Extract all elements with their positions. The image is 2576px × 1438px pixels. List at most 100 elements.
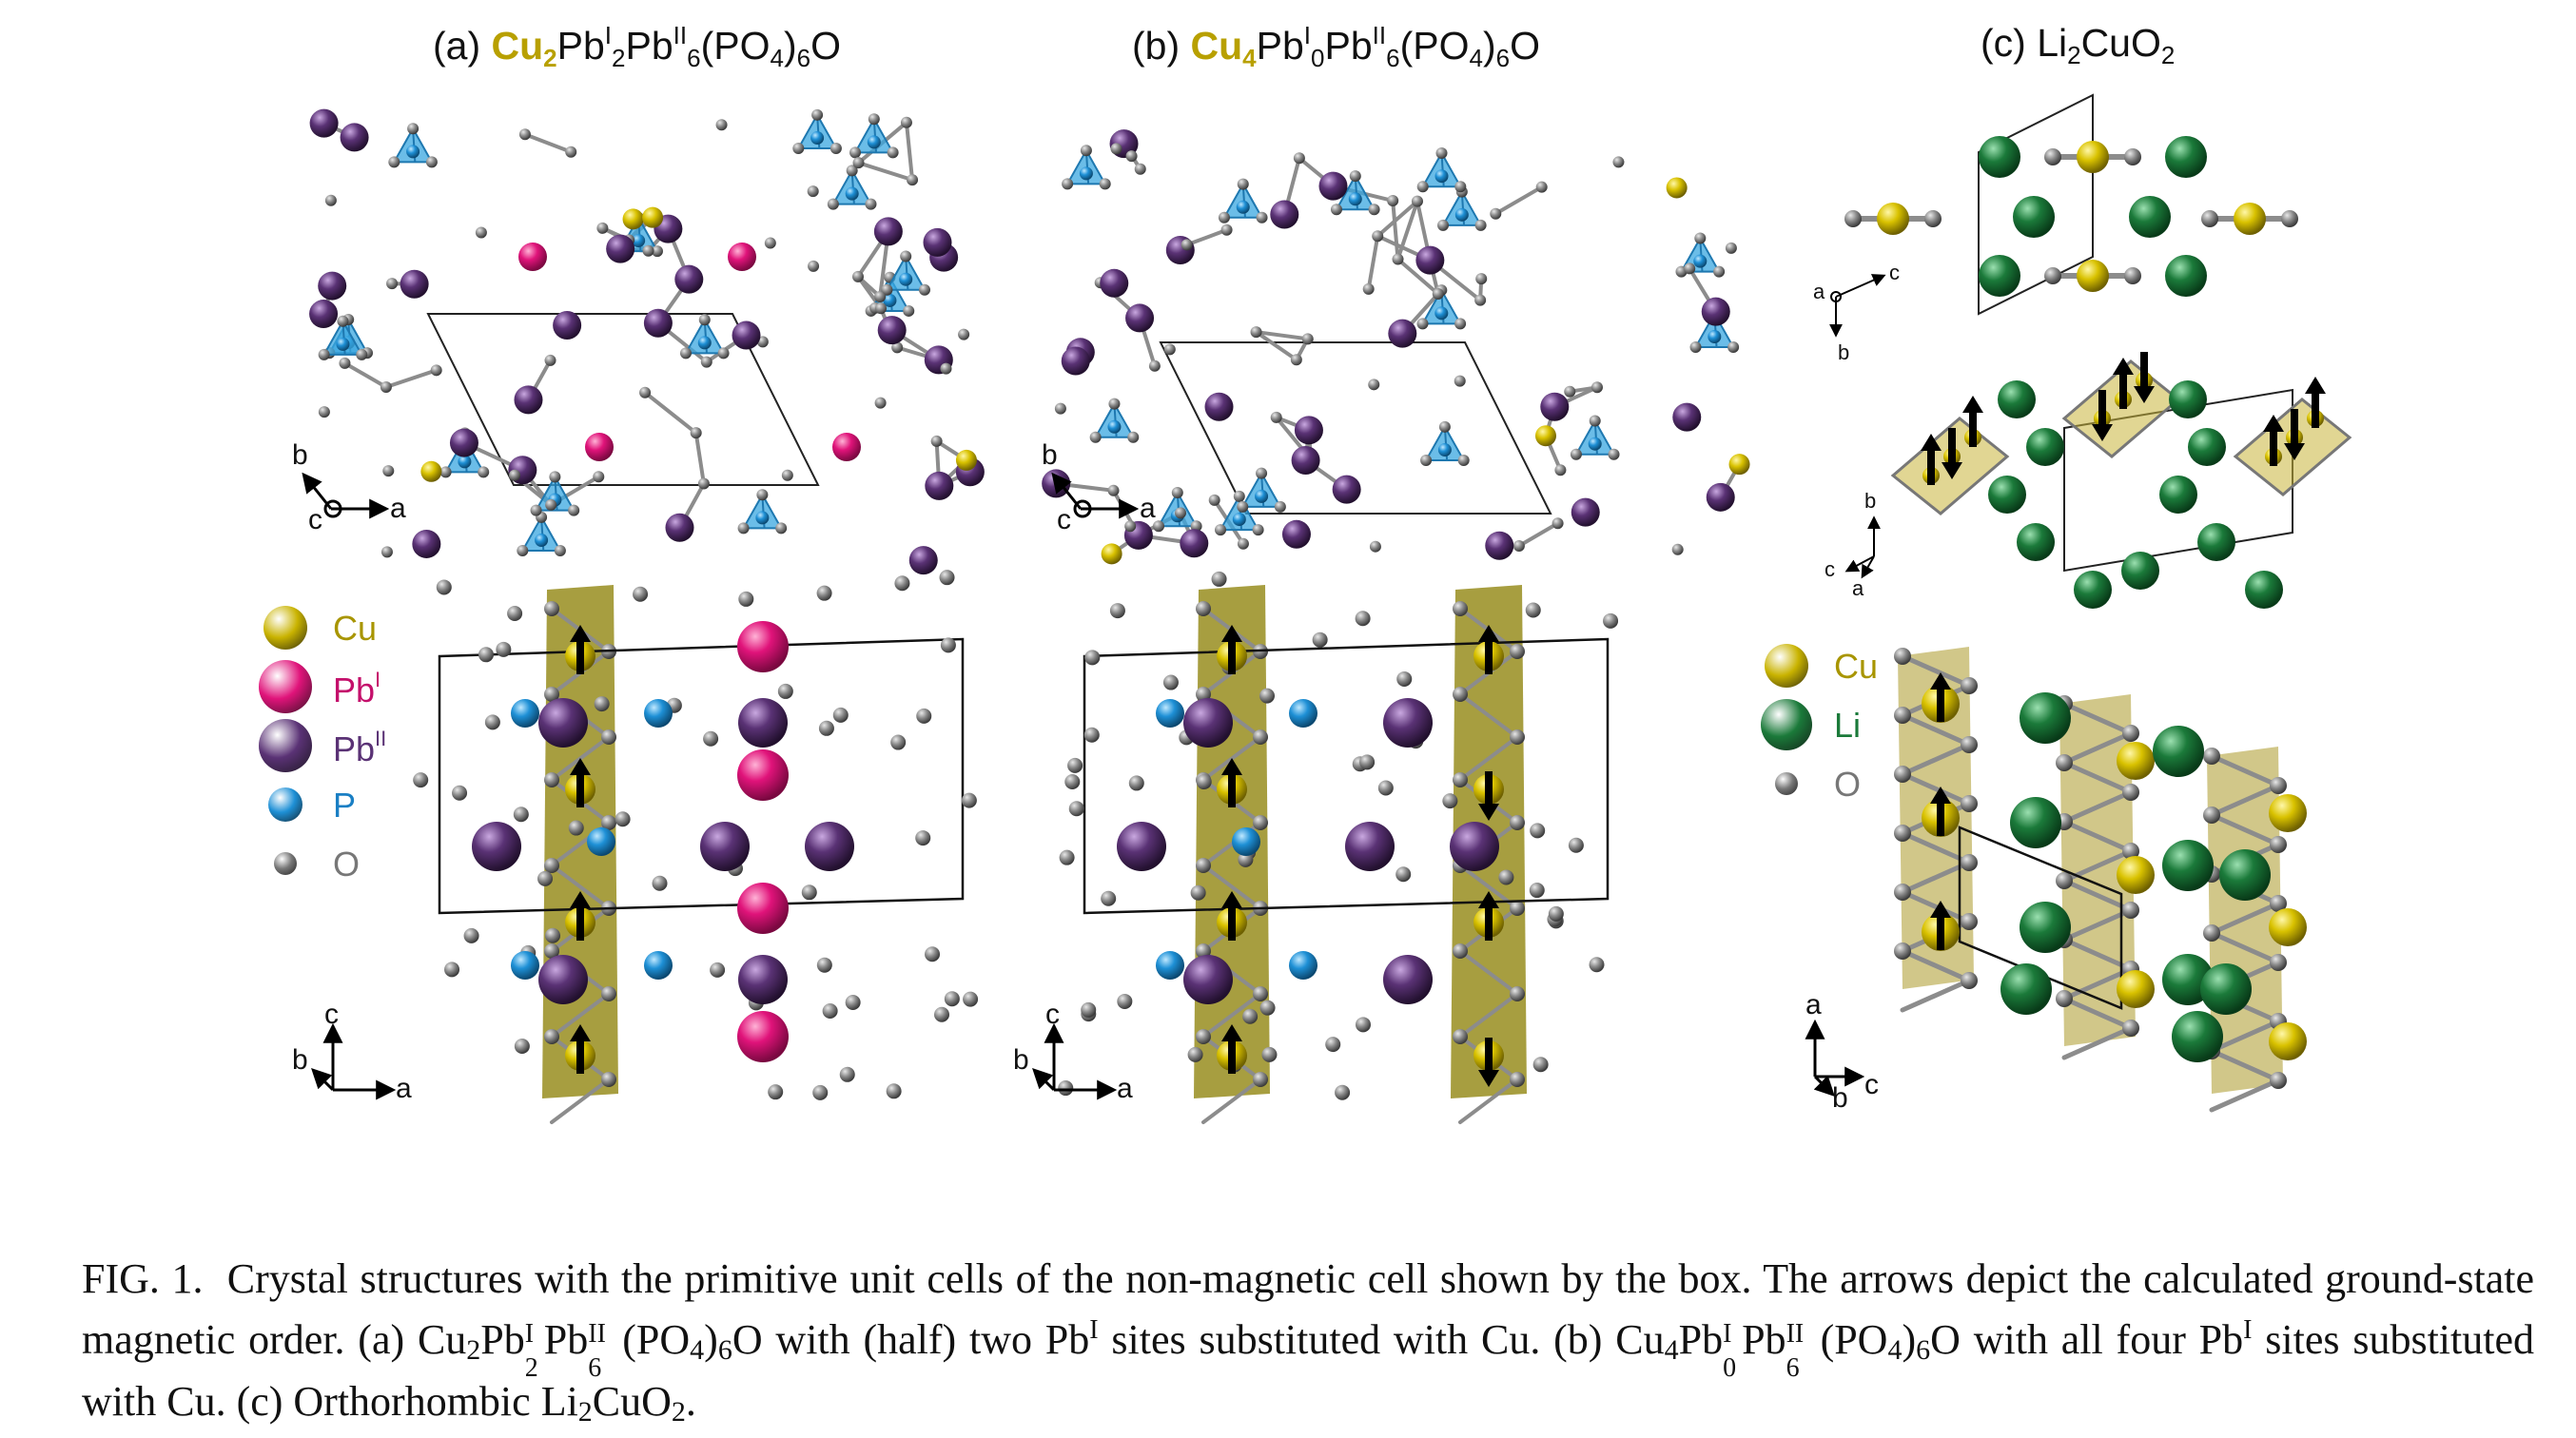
o-atom (2270, 777, 2287, 794)
o-atom (1416, 181, 1429, 193)
o-atom (940, 637, 956, 653)
panel-a-title-part-8: ) (783, 24, 797, 68)
pb2-atom (538, 955, 588, 1004)
o-atom (1512, 540, 1525, 553)
p-atom (1588, 437, 1602, 451)
o-atom (1416, 318, 1429, 330)
axis-out-of-plane (323, 499, 342, 518)
bond (1516, 521, 1560, 549)
o-atom (1532, 1057, 1549, 1073)
o-atom (963, 991, 979, 1007)
spin-arrow-head (1478, 1070, 1499, 1087)
li-atom (2165, 136, 2207, 178)
o-atom (845, 994, 861, 1010)
o-atom (1377, 780, 1394, 796)
axis-a-bot-b: b (292, 1044, 308, 1076)
o-atom (822, 1003, 838, 1020)
o-atom (651, 245, 663, 258)
o-atom (1064, 773, 1081, 789)
caption-s12-sup: I (2243, 1315, 2253, 1345)
o-atom (700, 356, 712, 368)
pb1-atom (737, 1011, 789, 1062)
o-atom (568, 504, 580, 516)
o-atom (381, 546, 393, 558)
pb2-atom (412, 529, 441, 558)
o-atom (356, 348, 368, 360)
cu-atom (420, 460, 442, 482)
o-atom (544, 1029, 559, 1044)
o-atom (1713, 265, 1726, 278)
bond (2061, 966, 2134, 1001)
spin-arrow-head (1930, 787, 1951, 804)
o-atom (703, 730, 719, 747)
bond (2209, 901, 2281, 936)
o-atom (756, 489, 769, 501)
li-atom (2013, 196, 2055, 238)
axis-c-top-a: a (1813, 280, 1825, 303)
bond (2061, 701, 2134, 736)
p-atom (1156, 699, 1184, 728)
spin-arrow-head (2263, 415, 2284, 432)
o-atom (1530, 823, 1546, 839)
o-atom (1894, 942, 1911, 960)
p-atom (755, 511, 770, 525)
bond (550, 992, 611, 1039)
o-atom (568, 820, 584, 836)
bond (522, 132, 574, 154)
bond (2061, 819, 2134, 854)
o-atom (2122, 725, 2139, 742)
o-atom (1196, 601, 1211, 616)
caption-s13: sites substituted with Cu. (c) Orthorhom… (82, 1316, 2534, 1425)
caption-s7-sub: 4 (1664, 1334, 1679, 1366)
p-atom (697, 336, 712, 350)
o-atom (2201, 210, 2218, 227)
pb2-atom (553, 310, 582, 340)
spin-arrow-head (570, 625, 591, 642)
panel-b-title-part-4: II (1372, 21, 1387, 49)
o-atom (1181, 239, 1193, 251)
panel-b-cu: Cu4 (1191, 24, 1257, 72)
li-atom (1979, 136, 2020, 178)
panel-a-cu-text: Cu (491, 24, 544, 68)
bond (383, 368, 439, 389)
o-atom (1457, 455, 1470, 467)
caption-s1-sub: 2 (466, 1334, 481, 1366)
o-atom (439, 466, 452, 478)
o-atom (1220, 223, 1233, 236)
pb2-atom (1291, 445, 1320, 475)
p-atom (1708, 330, 1722, 344)
axis-b-top-a: a (1140, 493, 1156, 524)
li-atom (2169, 380, 2207, 418)
o-atom (2044, 267, 2061, 284)
o-atom (1083, 727, 1100, 743)
caption-s8-sub: 0 (1723, 1353, 1737, 1383)
p-atom (883, 293, 897, 307)
pb2-atom (674, 264, 704, 294)
p-atom (845, 186, 859, 201)
o-atom (1961, 795, 1978, 812)
bond (2209, 1019, 2281, 1054)
pb2-atom (1672, 402, 1702, 432)
o-atom (1196, 858, 1211, 873)
axis-arrow (311, 1068, 335, 1092)
o-atom (517, 545, 529, 557)
axis-arrow (1835, 274, 1886, 298)
pb2-atom (1701, 297, 1730, 326)
o-atom (652, 875, 668, 891)
spin-arrow-head (570, 891, 591, 908)
panel-c-mid: CuO (2080, 21, 2161, 65)
o-atom (601, 815, 616, 830)
p-atom (336, 337, 350, 351)
bond (1254, 330, 1298, 362)
pb2-atom (1540, 392, 1570, 421)
o-atom (1369, 540, 1381, 553)
bond (1900, 948, 1972, 983)
caption-s5-sub: 6 (717, 1334, 732, 1366)
axis-c-mid-b: b (1864, 489, 1877, 513)
pb2-atom (1485, 531, 1514, 560)
li-atom (2020, 692, 2071, 744)
bond (1900, 830, 1972, 865)
li-atom (1988, 476, 2026, 514)
bond (1201, 992, 1262, 1039)
o-atom (1844, 210, 1862, 227)
